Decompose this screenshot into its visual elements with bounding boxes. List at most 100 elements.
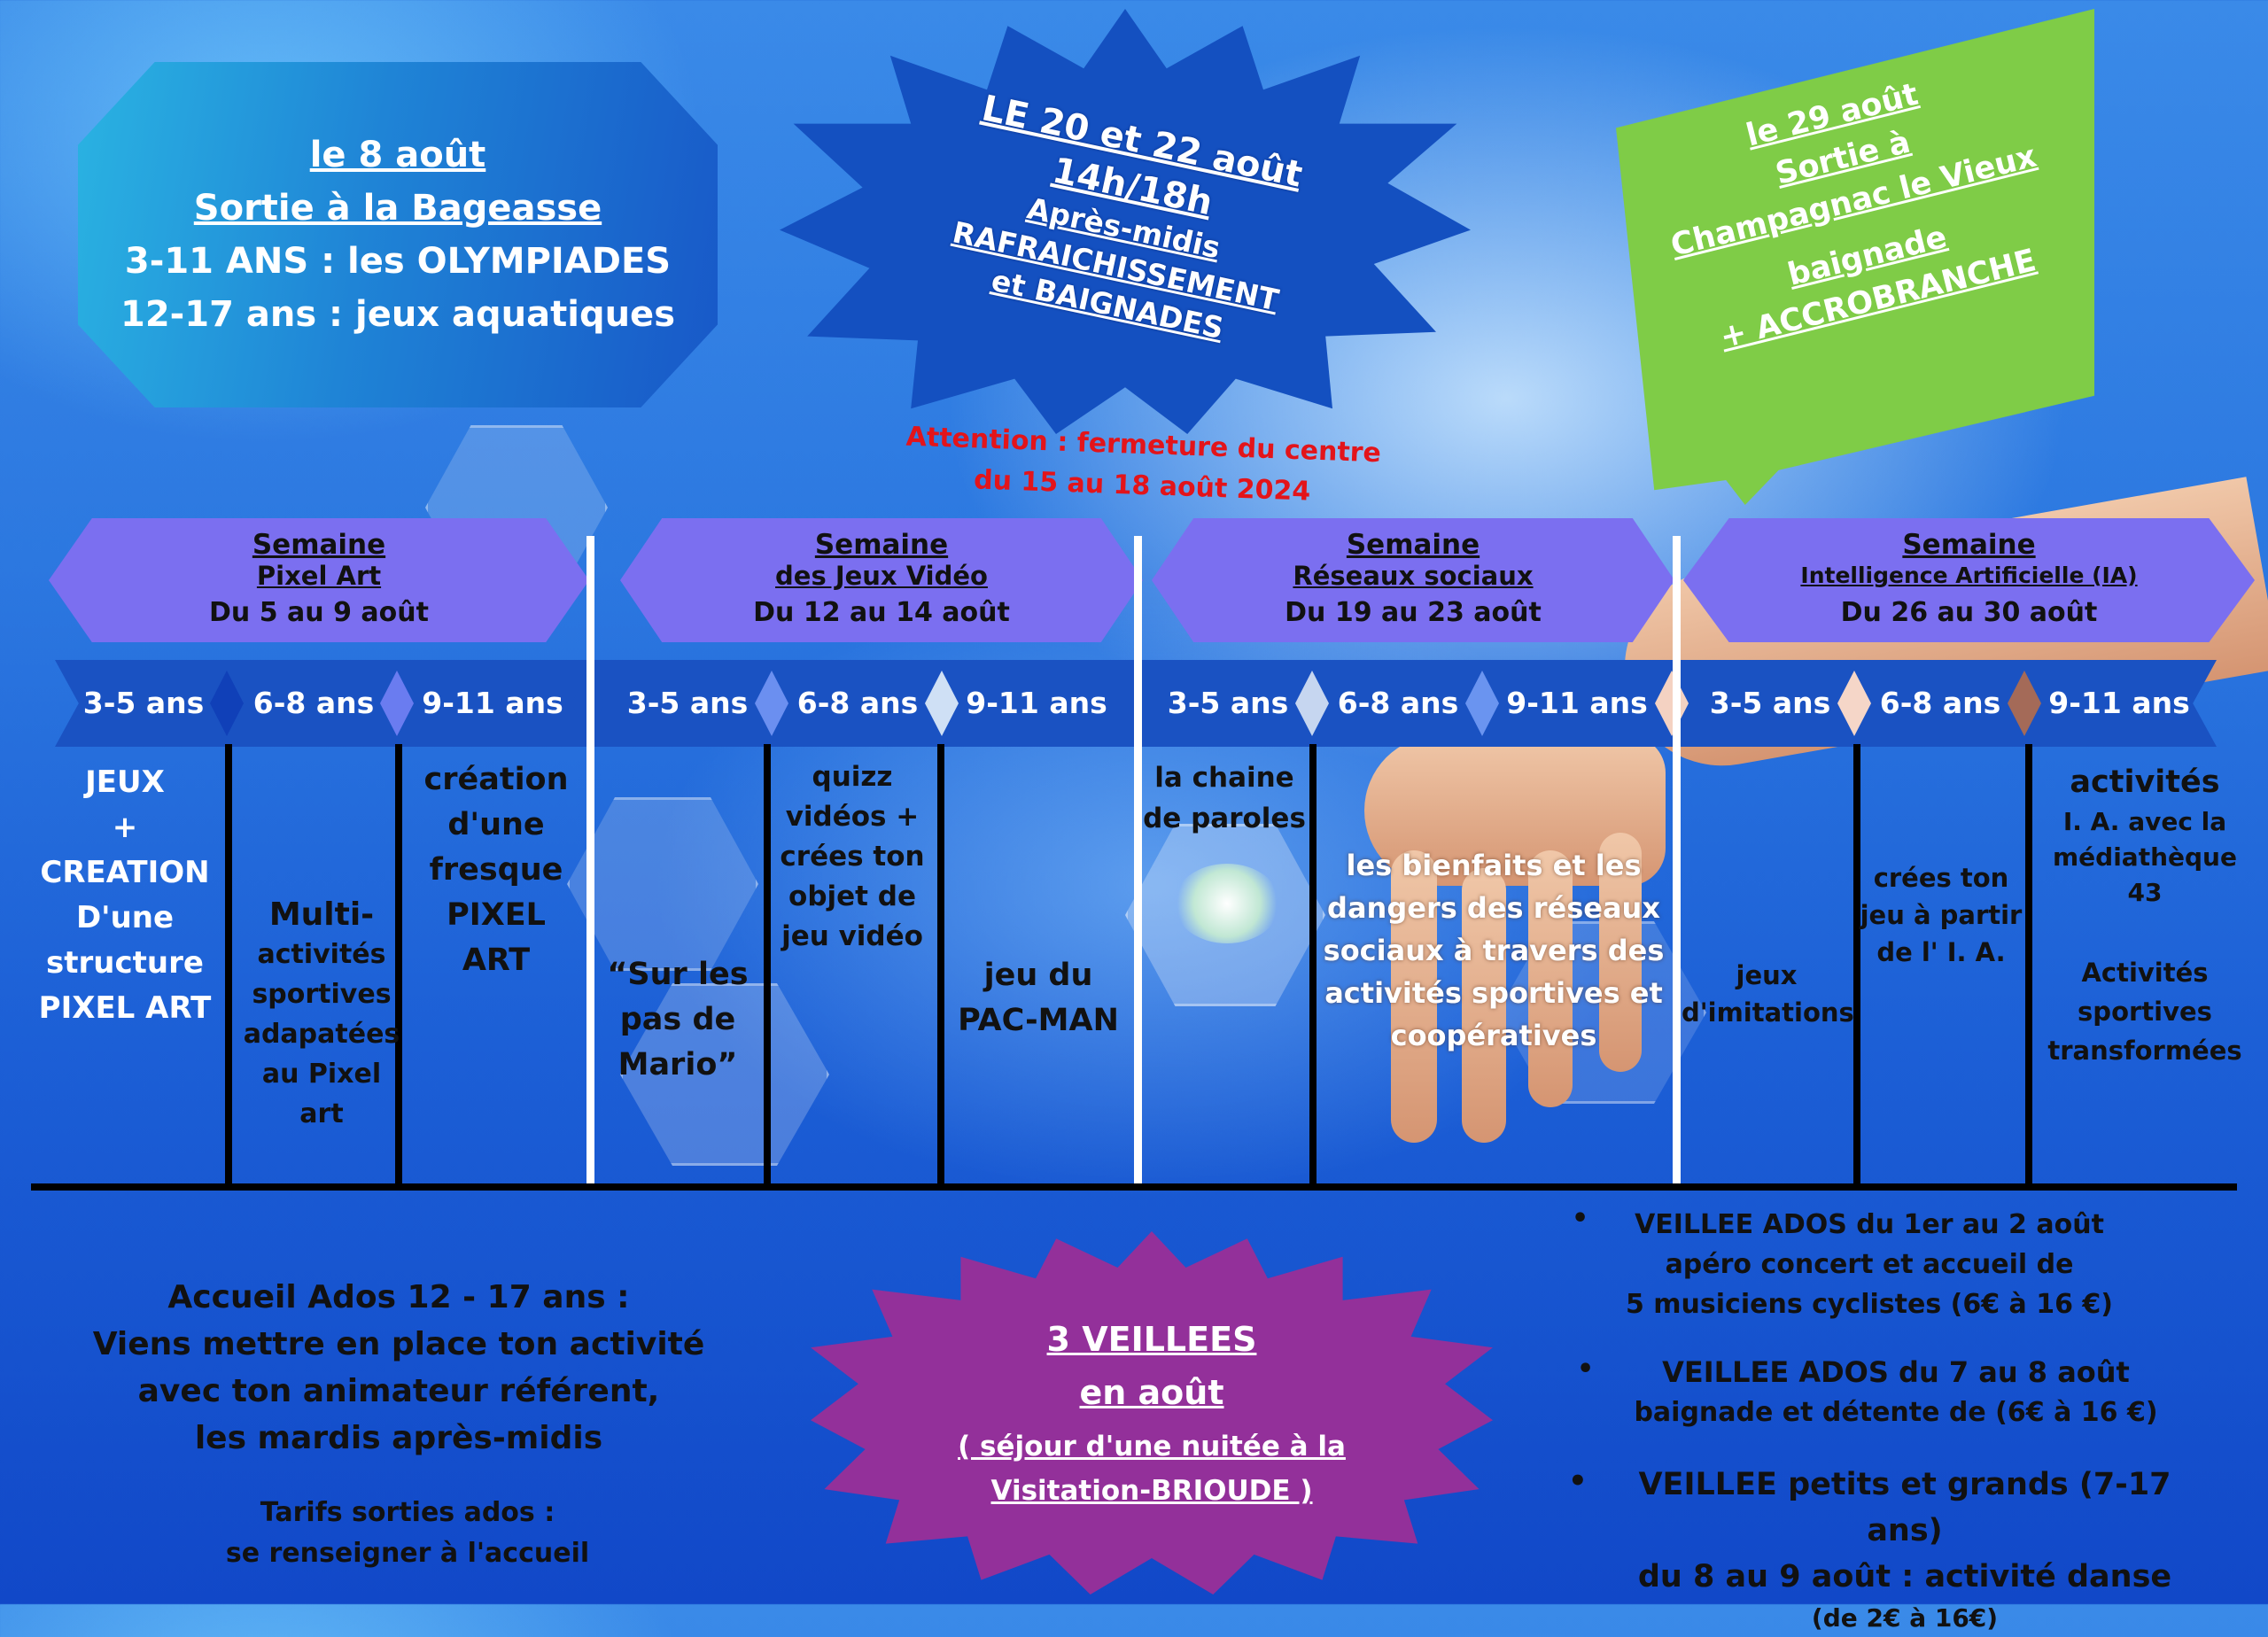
ados-line: Viens mettre en place ton activité <box>92 1326 705 1362</box>
activity-ia-3-5: jeux d'imitations <box>1682 957 1854 1031</box>
activity-line: sociaux à travers des <box>1323 934 1665 967</box>
ados-line: avec ton animateur référent, <box>137 1373 660 1409</box>
ados-line: Accueil Ados 12 - 17 ans : <box>167 1279 630 1315</box>
activity-line: ART <box>462 943 531 978</box>
age-label: 6-8 ans <box>1879 686 2001 720</box>
activity-line: CREATION <box>40 855 210 890</box>
activity-line: PIXEL ART <box>38 990 212 1026</box>
age-label: 6-8 ans <box>252 686 375 720</box>
activity-line: la chaine <box>1154 762 1294 794</box>
accueil-ados-block: Accueil Ados 12 - 17 ans : Viens mettre … <box>53 1274 744 1462</box>
bullet-point: • <box>1577 1354 1595 1385</box>
octagon-line-2: Sortie à la Bageasse <box>193 188 602 229</box>
activity-line: PIXEL <box>447 897 546 933</box>
octagon-line-4: 12-17 ans : jeux aquatiques <box>120 294 675 335</box>
week-theme: Réseaux sociaux <box>1293 561 1534 591</box>
age-label: 6-8 ans <box>1337 686 1459 720</box>
activity-line: transformées <box>2047 1036 2242 1066</box>
octagon-line-1: le 8 août <box>309 135 486 175</box>
activity-line: adapatées <box>243 1019 400 1050</box>
activity-line: jeux <box>1736 960 1798 990</box>
column-divider <box>1853 744 1860 1189</box>
activity-jeux-video-3-5: “Sur les pas de Mario” <box>595 952 760 1088</box>
activity-line: activités <box>257 939 386 970</box>
activity-line: + <box>112 810 138 845</box>
veillee-line: VEILLEE ADOS du 1er au 2 août <box>1635 1209 2104 1240</box>
activity-line: Mario” <box>617 1047 738 1082</box>
activity-line: JEUX <box>85 764 165 800</box>
tarifs-line: Tarifs sorties ados : <box>260 1497 555 1528</box>
week-theme: Pixel Art <box>256 561 382 591</box>
activity-line: d'imitations <box>1682 997 1854 1028</box>
activity-ia-6-8: crées ton jeu à partir de l' I. A. <box>1859 859 2023 971</box>
week-divider <box>1673 536 1681 1187</box>
activity-line: Activités <box>2081 958 2209 988</box>
veillee-item-2: VEILLEE ADOS du 7 au 8 août baignade et … <box>1630 1352 2162 1433</box>
tarifs-line: se renseigner à l'accueil <box>225 1538 590 1569</box>
activity-line: jeu à partir <box>1860 900 2023 930</box>
activity-ia-9-11: activités I. A. avec la médiathèque 43 A… <box>2034 760 2256 1070</box>
activity-line: jeu du <box>983 958 1093 993</box>
veillee-line: baignade et détente de (6€ à 16 €) <box>1634 1397 2158 1428</box>
activity-line: coopératives <box>1390 1019 1597 1052</box>
hand-finger <box>1462 868 1506 1143</box>
hand-finger <box>1391 850 1437 1143</box>
closure-notice: Attention : fermeture du centre du 15 au… <box>876 416 1410 516</box>
activity-pixel-art-9-11: création d'une fresque PIXEL ART <box>408 757 585 983</box>
veillee-line: VEILLEE ADOS du 7 au 8 août <box>1662 1355 2130 1389</box>
week-banner-jeux-video: Semaine des Jeux Vidéo Du 12 au 14 août <box>620 518 1143 642</box>
bullet-point: • <box>1572 1203 1589 1234</box>
activity-line: les bienfaits et les <box>1346 849 1642 882</box>
glow-circle <box>1174 864 1280 943</box>
week-label: Semaine <box>252 529 386 561</box>
age-label: 3-5 ans <box>626 686 749 720</box>
ados-line: les mardis après-midis <box>194 1420 603 1456</box>
activity-line: activités sportives et <box>1324 976 1663 1010</box>
bullet-point: • <box>1568 1463 1588 1499</box>
activity-line: crées ton <box>1873 863 2009 893</box>
activity-line: objet de <box>788 881 916 912</box>
column-divider <box>225 744 232 1189</box>
activity-line: PAC-MAN <box>958 1003 1119 1038</box>
background-hexagon <box>567 797 758 971</box>
veillee-item-3: VEILLEE petits et grands (7-17 ans) du 8… <box>1604 1462 2206 1637</box>
activity-line: I. A. avec la <box>2062 807 2227 836</box>
hand-finger <box>1528 850 1573 1107</box>
activity-line: structure <box>46 945 204 981</box>
age-label: 9-11 ans <box>966 686 1107 720</box>
week-banner-reseaux-sociaux: Semaine Réseaux sociaux Du 19 au 23 août <box>1152 518 1674 642</box>
activity-pixel-art-6-8: Multi- activités sportives adapatées au … <box>234 895 409 1134</box>
activity-line: art <box>299 1098 344 1129</box>
veillees-subtitle-1: ( séjour d'une nuitée à la <box>958 1431 1346 1462</box>
activity-title: activités <box>2070 764 2220 800</box>
octagon-line-3: 3-11 ANS : les OLYMPIADES <box>124 241 672 282</box>
column-divider <box>2025 744 2032 1189</box>
activity-line: 43 <box>2127 878 2163 907</box>
star-burst-3-veillees: 3 VEILLEES en août ( séjour d'une nuitée… <box>811 1231 1493 1594</box>
age-label: 6-8 ans <box>796 686 919 720</box>
activity-line: crées ton <box>780 841 925 873</box>
tarifs-block: Tarifs sorties ados : se renseigner à l'… <box>142 1493 673 1574</box>
week-label: Semaine <box>814 529 949 561</box>
week-label: Semaine <box>1902 529 2036 561</box>
star-burst-20-22-aout: LE 20 et 22 août 14h/18h Après-midis RAF… <box>780 9 1471 434</box>
activity-line: de l' I. A. <box>1876 937 2006 967</box>
activity-reseaux-3-5: la chaine de paroles <box>1141 757 1308 839</box>
column-divider <box>1309 744 1317 1189</box>
week-divider <box>586 536 594 1187</box>
week-dates: Du 19 au 23 août <box>1285 597 1542 628</box>
activity-jeux-video-6-8: quizz vidéos + crées ton objet de jeu vi… <box>767 757 937 957</box>
week-theme: Intelligence Artificielle (IA) <box>1800 562 2138 588</box>
activity-line: fresque <box>429 852 563 888</box>
veillee-line: du 8 au 9 août : activité danse <box>1637 1559 2172 1594</box>
veillees-title-1: 3 VEILLEES <box>1046 1320 1257 1359</box>
activity-line: médiathèque <box>2053 842 2237 872</box>
hand-finger <box>1599 833 1642 1072</box>
timeline-baseline <box>31 1183 2237 1191</box>
veillee-line: 5 musiciens cyclistes (6€ à 16 €) <box>1625 1289 2114 1320</box>
veillees-subtitle-2: Visitation-BRIOUDE ) <box>990 1475 1313 1507</box>
activity-line: vidéos + <box>785 801 920 833</box>
age-label: 9-11 ans <box>422 686 563 720</box>
veillee-item-1: VEILLEE ADOS du 1er au 2 août apéro conc… <box>1621 1205 2117 1324</box>
age-label: 3-5 ans <box>1709 686 1831 720</box>
